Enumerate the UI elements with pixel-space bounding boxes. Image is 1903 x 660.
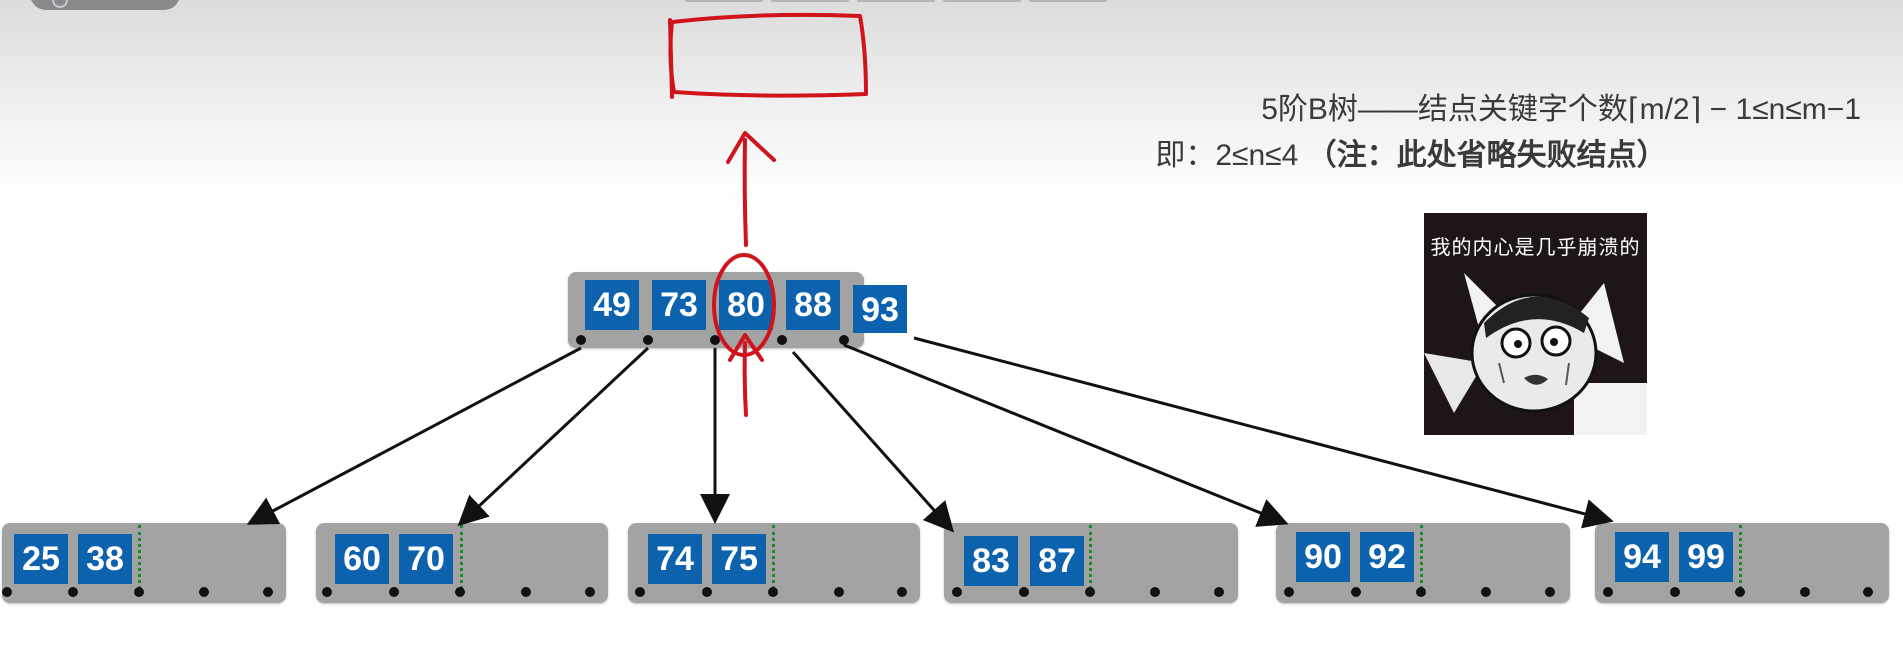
- meme-drawing: [1424, 273, 1647, 435]
- leaf-key: 90: [1296, 532, 1350, 582]
- empty-slot-divider: [138, 525, 141, 589]
- leaf-pointer: [635, 587, 645, 597]
- empty-slot-divider: [772, 525, 775, 589]
- leaf-pointer: [702, 587, 712, 597]
- leaf-key: 92: [1360, 532, 1414, 582]
- leaf-pointer: [834, 587, 844, 597]
- leaf-pointer: [1735, 587, 1745, 597]
- leaf-key: 60: [335, 534, 389, 584]
- toolbar-tab[interactable]: [685, 0, 763, 2]
- leaf-pointer: [322, 587, 332, 597]
- arrow-to-leaf-2: [457, 346, 650, 527]
- leaf-key: 99: [1679, 532, 1733, 582]
- record-pill[interactable]: [30, 0, 180, 10]
- root-key: 80: [719, 280, 773, 330]
- leaf-key: 38: [78, 534, 132, 584]
- root-pointer: [576, 335, 586, 345]
- arrow-to-leaf-5: [843, 343, 1289, 527]
- leaf-pointer: [1481, 587, 1491, 597]
- empty-slot-divider: [1739, 525, 1742, 589]
- caption-range-note: （注：此处省略失败结点）: [1306, 139, 1667, 172]
- header-gradient: [0, 0, 1903, 200]
- empty-slot-divider: [460, 525, 463, 589]
- top-toolbar-strip: [685, 0, 1107, 2]
- caption-range-text: 即：2≤n≤4: [1155, 139, 1299, 172]
- leaf-pointer: [199, 587, 209, 597]
- meme-image: 我的内心是几乎崩溃的: [1424, 213, 1647, 435]
- root-key: 49: [585, 280, 639, 330]
- caption-definition: 5阶B树——结点关键字个数⌈m/2⌉ − 1≤n≤m−1: [1261, 93, 1861, 126]
- leaf-key: 25: [14, 534, 68, 584]
- leaf-pointer: [1284, 587, 1294, 597]
- insert-arrow-head: [728, 333, 764, 362]
- empty-slot-divider: [1089, 525, 1092, 589]
- toolbar-tab[interactable]: [857, 0, 935, 2]
- leaf-pointer: [263, 587, 273, 597]
- root-pointer: [839, 335, 849, 345]
- leaf-pointer: [455, 587, 465, 597]
- leaf-pointer: [1800, 587, 1810, 597]
- root-key: 88: [786, 280, 840, 330]
- arrow-to-leaf-6: [913, 336, 1614, 529]
- arrow-to-leaf-4: [791, 351, 954, 533]
- new-root-box: [668, 12, 868, 98]
- root-pointer: [643, 335, 653, 345]
- new-root-box-edge: [668, 18, 674, 99]
- child-pointer-arrows: [246, 336, 1614, 533]
- caption-range: 即：2≤n≤4 （注：此处省略失败结点）: [1031, 130, 1791, 174]
- leaf-pointer: [1863, 587, 1873, 597]
- red-annotation: [668, 12, 868, 417]
- leaf-pointer: [68, 587, 78, 597]
- leaf-pointer: [1351, 587, 1361, 597]
- leaf-pointer: [1085, 587, 1095, 597]
- root-pointer: [777, 335, 787, 345]
- leaf-pointer: [952, 587, 962, 597]
- leaf-pointer: [1545, 587, 1555, 597]
- arrow-to-leaf-1: [246, 346, 582, 525]
- leaf-pointer: [585, 587, 595, 597]
- leaf-pointer: [1214, 587, 1224, 597]
- leaf-key: 74: [648, 534, 702, 584]
- leaf-key: 87: [1030, 536, 1084, 586]
- root-overflow-key: 93: [853, 285, 907, 333]
- leaf-pointer: [134, 587, 144, 597]
- root-pointer: [710, 335, 720, 345]
- leaf-pointer: [1019, 587, 1029, 597]
- leaf-key: 83: [964, 536, 1018, 586]
- leaf-pointer: [1150, 587, 1160, 597]
- empty-slot-divider: [1420, 525, 1423, 589]
- toolbar-tab[interactable]: [943, 0, 1021, 2]
- leaf-pointer: [897, 587, 907, 597]
- toolbar-tab[interactable]: [771, 0, 849, 2]
- meme-caption: 我的内心是几乎崩溃的: [1430, 235, 1641, 259]
- leaf-key: 75: [712, 534, 766, 584]
- root-key: 73: [652, 280, 706, 330]
- leaf-key: 94: [1615, 532, 1669, 582]
- toolbar-tab[interactable]: [1029, 0, 1107, 2]
- leaf-pointer: [389, 587, 399, 597]
- split-up-arrow-shaft: [742, 138, 748, 247]
- leaf-pointer: [1670, 587, 1680, 597]
- insert-arrow-shaft: [742, 341, 748, 417]
- split-up-arrow-head: [726, 131, 776, 164]
- leaf-pointer: [521, 587, 531, 597]
- leaf-pointer: [1416, 587, 1426, 597]
- leaf-key: 70: [399, 534, 453, 584]
- leaf-pointer: [1603, 587, 1613, 597]
- leaf-pointer: [768, 587, 778, 597]
- leaf-pointer: [2, 587, 12, 597]
